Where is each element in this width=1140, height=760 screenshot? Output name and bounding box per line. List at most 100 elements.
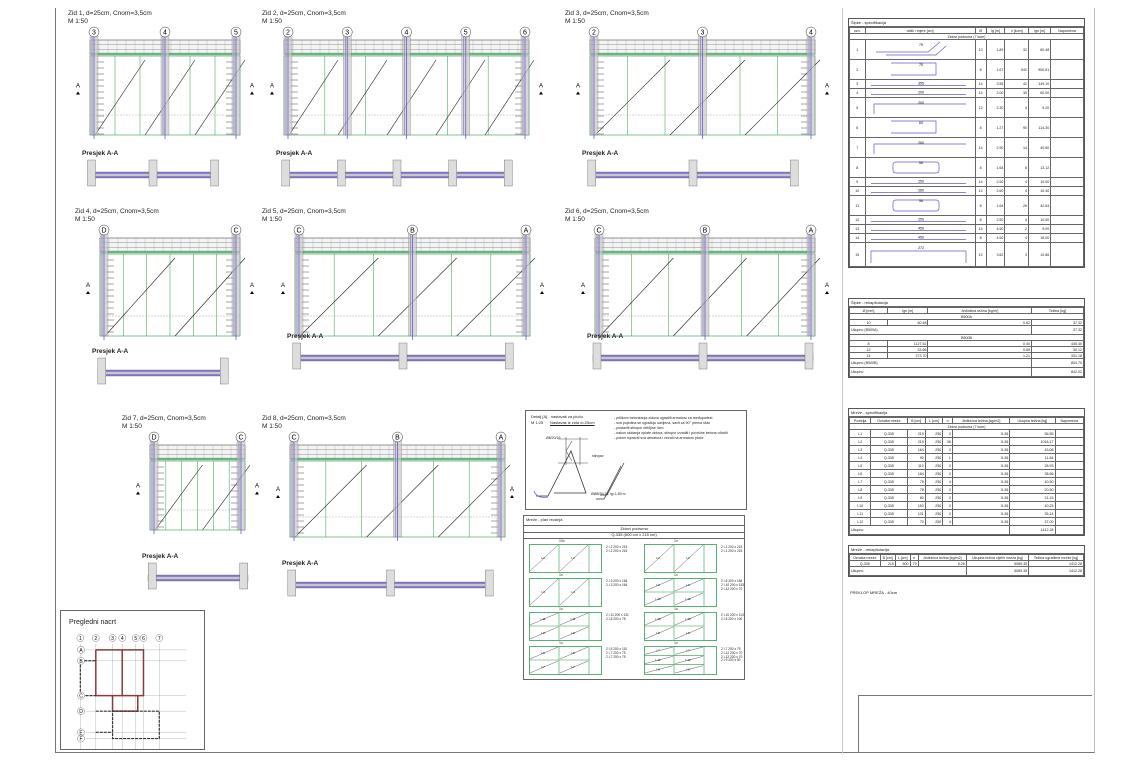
detail-box: Detalj [A] - nastavak za ploču M 1:25 Na… (525, 410, 747, 510)
table-cell: Ukupno (848, 525, 1011, 535)
mesh-plan-sheet: Q-335 (600 cm x 215 cm) (524, 532, 744, 539)
axis-marker (805, 26, 817, 38)
table-cell: 11.84 (1009, 453, 1056, 462)
wall-scale: M 1:50 (262, 216, 282, 223)
bar-dimension: 272 (918, 246, 924, 250)
axis-label: 5 (464, 30, 468, 37)
table-cell: 2 (942, 461, 953, 470)
axis-label: 2 (592, 30, 596, 37)
wall-title: Zid 3, d=25cm, Cnom=3,5cm (565, 10, 649, 17)
table-cell: 56 (864, 195, 976, 216)
panel-label: I-11 (541, 617, 546, 621)
grid-col-label: 6 (142, 636, 145, 642)
table-cell: 9.20 (1027, 97, 1052, 118)
table-cell (1050, 242, 1084, 267)
bar-dimension: 56 (919, 161, 923, 165)
grid-row-marker (77, 734, 85, 743)
axis-marker (342, 26, 353, 38)
table-cell: 3 (1004, 242, 1029, 267)
cut-line: 2 I-12 200 x 70 (721, 654, 743, 659)
axis-label: 5 (234, 30, 238, 37)
section-arrow-icon (86, 291, 90, 294)
grid-col-marker (139, 634, 148, 642)
section-mark: A (825, 283, 829, 289)
table-cell: 804.70 (1031, 358, 1084, 368)
table-cell: 12 (974, 97, 987, 118)
wall-title: Zid 1, d=25cm, Cnom=3,5cm (68, 10, 152, 17)
drawing-frame (55, 8, 1095, 753)
table-cell: 35.14 (1009, 509, 1056, 518)
table-cell: 8 (974, 215, 987, 225)
cut-line: 2 I-12 200 x 70 (721, 650, 743, 655)
bar-shape: 200 (871, 91, 967, 95)
table-cell: 5.26 (951, 517, 1011, 526)
section-mark: A (825, 84, 829, 90)
table-cell: I-5 (848, 461, 872, 470)
table-cell: 4.50 (985, 233, 1006, 243)
axis-label: A (499, 435, 504, 442)
bar-shape: 60 (891, 120, 937, 134)
grid-row-label: C (79, 694, 83, 700)
section-arrow-icon (825, 291, 829, 294)
table-cell (1054, 525, 1085, 535)
section-arrow-icon (270, 91, 274, 95)
table-cell (1054, 517, 1085, 526)
bar-dimension: 250 (918, 180, 924, 184)
section-arrow-icon (136, 491, 140, 495)
table-cell: 2.90 (985, 137, 1006, 158)
table-cell: 5.26 (951, 493, 1011, 502)
section-drawing (97, 357, 229, 385)
table-cell: 1412.28 (1028, 566, 1084, 576)
cut-line: 2 I-5 200 x 110 (606, 647, 628, 651)
table-cell: Q-335 (870, 477, 908, 486)
bar-dimension: 200 (918, 101, 924, 105)
table-cell (1050, 233, 1084, 243)
axis-label: C (238, 435, 243, 442)
axis-marker (588, 26, 600, 38)
panel-label: I-5 (686, 631, 690, 635)
table-cell: 26 (1004, 195, 1029, 216)
table-cell: 540 (1004, 59, 1029, 80)
cut-line: 2 I-9 200 x 80 (721, 658, 741, 663)
table-cell (1054, 469, 1085, 478)
table-cell: 9 (849, 177, 866, 187)
table-cell: 250 (924, 429, 944, 438)
section-arrow-icon (581, 291, 585, 294)
table-cell: 2 (849, 59, 866, 80)
bar-dimension: 200 (918, 91, 924, 95)
table-cell: 2 (942, 445, 953, 454)
table-cell: 250 (924, 517, 944, 526)
wall-title: Zid 5, d=25cm, Cnom=3,5cm (262, 208, 346, 215)
axis-label: D (151, 435, 156, 442)
wall-scale: M 1:50 (75, 216, 95, 223)
table-cell: 10.00 (1027, 215, 1052, 225)
table-cell: 4 (849, 88, 866, 98)
table-cell (1054, 509, 1085, 518)
table-cell (1054, 501, 1085, 510)
panel-label: I-12 (685, 597, 691, 601)
table-cell (1050, 88, 1084, 98)
axis-marker (88, 26, 100, 38)
bar-shape: 75 (891, 62, 937, 76)
table-cell: 3 (849, 79, 866, 89)
table-cell: I-2 (848, 437, 872, 446)
section-title: Presjek A-A (587, 333, 624, 340)
panel-count: 1x (674, 607, 678, 611)
grid-row-label: A (79, 648, 83, 654)
grid-col-marker (92, 634, 100, 642)
table-cell: 2 (942, 469, 953, 478)
table-cell: 1412.28 (1009, 525, 1056, 535)
detail-note: - potom ispraviti sva armatura i vezati … (614, 436, 704, 440)
section-arrow-icon (276, 495, 280, 498)
panel-label: I-3 (571, 590, 575, 594)
panel-label: I-12 (685, 658, 691, 662)
mesh-plan-group: Zidovi podruma (524, 525, 744, 533)
